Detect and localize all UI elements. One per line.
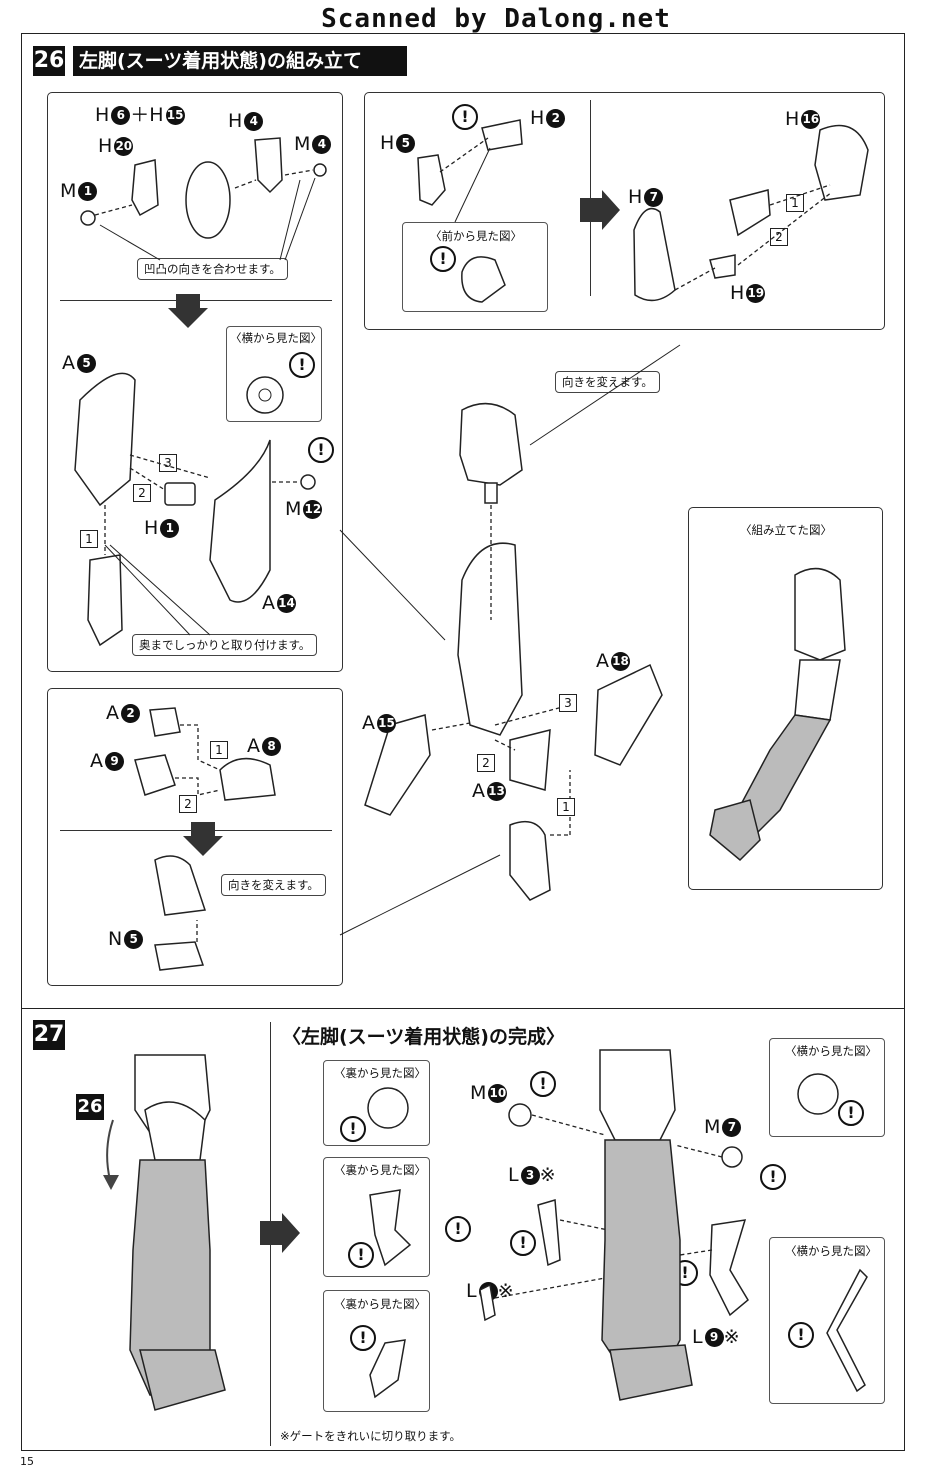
- seq-3: 3: [559, 694, 577, 712]
- thigh-assembly-drawing: [74, 372, 316, 647]
- step26-title: 左脚(スーツ着用状態)の組み立て: [73, 46, 407, 76]
- page-number: 15: [20, 1455, 34, 1468]
- warning-icon: !: [308, 437, 334, 463]
- warning-icon: !: [530, 1071, 556, 1097]
- gate-note: ※ゲートをきれいに切り取ります。: [280, 1429, 461, 1443]
- seq-2: 2: [770, 228, 788, 246]
- back-view-drawing-2: [369, 1189, 412, 1267]
- warning-icon: !: [289, 352, 315, 378]
- back-view-drawing-1: [367, 1087, 409, 1129]
- warning-icon: !: [445, 1216, 471, 1242]
- foot-parts-drawing: [134, 707, 276, 801]
- step-divider: [21, 1008, 905, 1009]
- warning-icon: !: [788, 1322, 814, 1348]
- side-view-drawing-1: [246, 376, 284, 414]
- seq-2: 2: [133, 484, 151, 502]
- step27-leg-assembly-drawing: [479, 1049, 749, 1401]
- back-view-label-3: 〈裏から見た図〉: [334, 1297, 426, 1311]
- leg-assembly-drawing: [339, 344, 681, 936]
- note-align: 凹凸の向きを合わせます。: [137, 258, 288, 280]
- page-frame: [21, 33, 905, 1451]
- warning-icon: !: [340, 1116, 366, 1142]
- knee-cap-drawing: [633, 124, 869, 302]
- back-view-drawing-3: [369, 1339, 406, 1399]
- step26-number: 26: [33, 46, 65, 76]
- warning-icon: !: [510, 1230, 536, 1256]
- seq-2: 2: [477, 754, 495, 772]
- down-arrow-2: [183, 822, 223, 856]
- side-view-label-3: 〈横から見た図〉: [785, 1244, 877, 1258]
- back-view-label-1: 〈裏から見た図〉: [334, 1066, 426, 1080]
- assembled-leg-drawing: [709, 567, 846, 862]
- step27-title: 〈左脚(スーツ着用状態)の完成〉: [282, 1026, 565, 1048]
- step27-ref-step: 26: [76, 1094, 104, 1120]
- warning-icon: !: [760, 1164, 786, 1190]
- side-view-label-2: 〈横から見た図〉: [785, 1044, 877, 1058]
- step27-number: 27: [33, 1020, 65, 1050]
- front-view-label: 〈前から見た図〉: [430, 229, 522, 243]
- knee-parts-drawing: [417, 119, 523, 303]
- side-view-drawing-2: [797, 1073, 839, 1115]
- seq-1: 1: [557, 798, 575, 816]
- warning-icon: !: [452, 104, 478, 130]
- warning-icon: !: [838, 1100, 864, 1126]
- scan-header: Scanned by Dalong.net: [321, 4, 671, 34]
- back-view-label-2: 〈裏から見た図〉: [334, 1163, 426, 1177]
- warning-icon: !: [350, 1325, 376, 1351]
- note-firmly: 奥までしっかりと取り付けます。: [132, 634, 318, 656]
- down-arrow-1: [168, 294, 208, 328]
- warning-icon: !: [430, 246, 456, 272]
- side-view-box-3: [769, 1237, 885, 1404]
- warning-icon: !: [348, 1242, 374, 1268]
- side-view-label-1: 〈横から見た図〉: [230, 331, 322, 345]
- note-change-direction-2: 向きを変えます。: [221, 874, 326, 896]
- right-arrow-knee: [580, 190, 620, 230]
- side-view-drawing-3: [826, 1268, 868, 1393]
- assembled-view-label: 〈組み立てた図〉: [740, 523, 832, 537]
- seq-2: 2: [179, 795, 197, 813]
- thigh-parts-drawing: [80, 137, 327, 261]
- seq-1: 1: [210, 741, 228, 759]
- note-change-direction-1: 向きを変えます。: [555, 371, 660, 393]
- foot-assembled-drawing: [154, 855, 207, 971]
- seq-1: 1: [80, 530, 98, 548]
- right-arrow-step27: [260, 1213, 300, 1253]
- step27-left-leg-drawing: [103, 1054, 226, 1411]
